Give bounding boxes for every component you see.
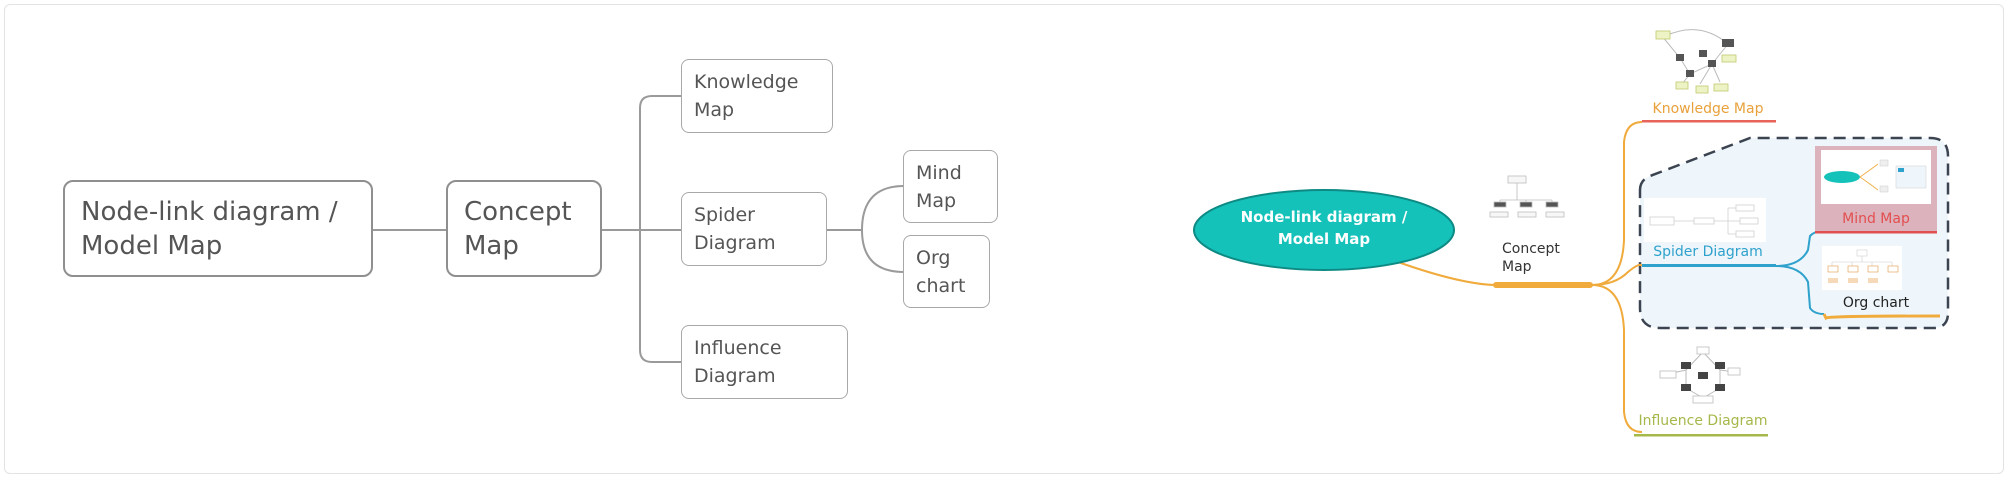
right-influence-label[interactable]: Influence Diagram [1638, 413, 1768, 429]
left-influence-label: Influence Diagram [694, 337, 782, 387]
left-knowledge-node[interactable]: Knowledge Map [681, 59, 833, 133]
right-knowledge-label[interactable]: Knowledge Map [1652, 101, 1764, 117]
left-spider-node[interactable]: Spider Diagram [681, 192, 827, 266]
mind-underline [1815, 231, 1937, 234]
connector-spider-children [860, 185, 905, 273]
connector-root-concept-right [1397, 261, 1496, 286]
spider-diagram-thumbnail-icon [1644, 198, 1766, 242]
connector-concept-spider [1591, 263, 1643, 286]
left-org-node[interactable]: Org chart [903, 235, 990, 308]
org-chart-thumbnail-icon [1822, 246, 1902, 290]
left-mind-label: Mind Map [916, 161, 962, 212]
influence-diagram-thumbnail-icon [1659, 346, 1741, 404]
right-concept-label[interactable]: Concept Map [1502, 241, 1560, 275]
left-root-label: Node-link diagram / Model Map [81, 196, 338, 261]
right-root-ellipse[interactable] [1193, 189, 1455, 271]
left-knowledge-label: Knowledge Map [694, 71, 799, 121]
right-root-label: Node-link diagram / Model Map [1240, 208, 1408, 248]
connector-concept-influence [1591, 284, 1643, 433]
left-influence-node[interactable]: Influence Diagram [681, 325, 848, 399]
org-underline [1822, 313, 1941, 321]
right-org-label[interactable]: Org chart [1842, 295, 1910, 311]
left-mind-node[interactable]: Mind Map [903, 150, 998, 223]
left-concept-node[interactable]: Concept Map [446, 180, 602, 277]
knowledge-underline [1642, 120, 1776, 123]
knowledge-map-thumbnail-icon [1655, 29, 1737, 94]
canvas-frame [4, 4, 2004, 474]
right-mind-label[interactable]: Mind Map [1842, 211, 1910, 227]
connector-concept-knowledge [1591, 121, 1643, 286]
left-root-node[interactable]: Node-link diagram / Model Map [63, 180, 373, 277]
influence-underline [1634, 434, 1768, 437]
left-org-label: Org chart [916, 246, 966, 297]
spider-underline [1642, 264, 1776, 267]
right-spider-label[interactable]: Spider Diagram [1653, 244, 1763, 260]
concept-underline-bar [1493, 282, 1593, 288]
concept-map-thumbnail-icon [1489, 175, 1565, 218]
left-concept-label: Concept Map [464, 196, 572, 261]
mind-map-thumbnail-icon [1821, 150, 1931, 204]
connector-spider-org [1775, 265, 1825, 315]
left-spider-label: Spider Diagram [694, 204, 776, 254]
